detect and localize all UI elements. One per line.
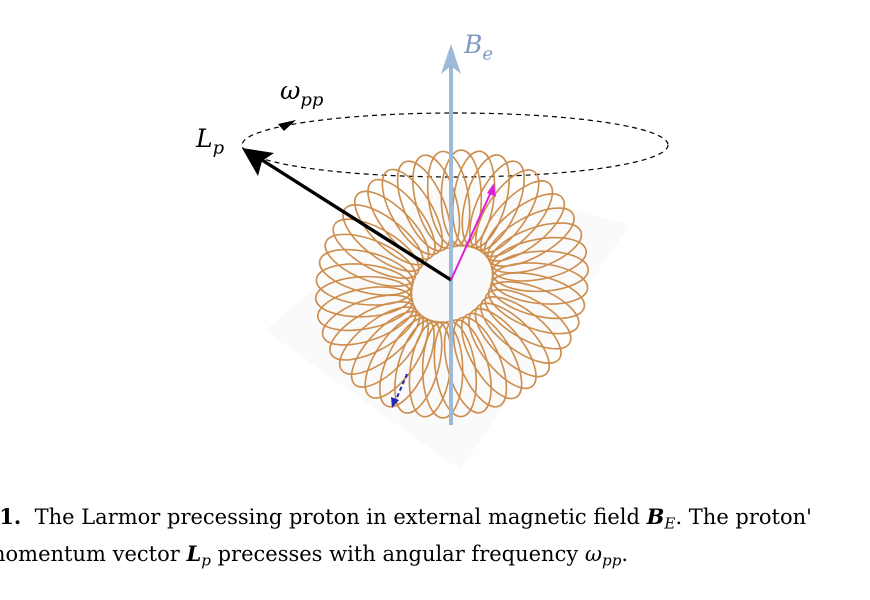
coil-turn [315, 263, 413, 306]
coil-turn [426, 150, 471, 248]
coil-turn [321, 294, 415, 346]
field-label: Be [464, 30, 493, 64]
coil-turn [318, 248, 414, 296]
small-blue-arrow [394, 373, 408, 403]
coil-turn [475, 169, 540, 254]
caption-line1-symbol: B [646, 504, 665, 529]
coil-turn [440, 149, 483, 247]
momentum-label: Lp [196, 124, 224, 158]
field-label-subscript: e [482, 43, 494, 65]
caption-line2-text: nomentum vector [0, 541, 180, 566]
coil-turn [491, 250, 590, 293]
coil-turn [338, 306, 421, 375]
frequency-label-symbol: ω [280, 76, 301, 105]
momentum-arrowhead [242, 148, 274, 176]
caption-line2-symbol: L [186, 540, 202, 566]
coil-turn [490, 236, 587, 282]
momentum-label-symbol: L [196, 124, 213, 153]
coil-turn [483, 193, 566, 262]
coil-turn [421, 321, 464, 419]
coil-turn [350, 310, 424, 388]
precession-orbit [241, 112, 669, 178]
coil-turn [329, 301, 418, 361]
frequency-label-subscript: pp [300, 89, 324, 111]
coil-turn [452, 316, 508, 408]
momentum-arrow [261, 158, 452, 282]
coil-turn [433, 320, 478, 418]
coil-turn [394, 319, 443, 414]
caption-line2-subscript: p [201, 551, 211, 570]
caption-prefix: .1. [0, 504, 22, 529]
coil-turn [443, 319, 492, 414]
coil-turn [490, 272, 586, 320]
coil-turn [491, 262, 589, 305]
momentum-label-subscript: p [212, 137, 225, 159]
coil-turn [486, 207, 575, 267]
caption-line2-freq-subscript: pp [602, 551, 622, 570]
caption-line1-subscript: E [664, 514, 676, 533]
coil-turn [396, 160, 452, 252]
small-blue-arrowhead [391, 397, 399, 408]
figure-caption: .1. The Larmor precessing proton in exte… [0, 502, 870, 575]
coil-turn [461, 154, 510, 249]
field-label-symbol: B [464, 30, 483, 59]
coil-turn [364, 314, 429, 399]
coil-turn [317, 286, 414, 332]
field-axis-arrowhead [441, 44, 461, 74]
coil-turn [480, 180, 554, 258]
orbit-direction-arrow [278, 120, 296, 131]
caption-line1-text: The Larmor precessing proton in external… [34, 505, 640, 529]
coil-turn [314, 275, 413, 318]
larmor-precession-diagram [241, 44, 669, 425]
caption-line-2: nomentum vector Lp precesses with angula… [0, 539, 870, 576]
caption-line-1: .1. The Larmor precessing proton in exte… [0, 502, 870, 539]
coil-turn [489, 222, 583, 274]
spin-arrowhead [487, 183, 496, 197]
caption-line2-end: . [621, 541, 629, 566]
frequency-label: ωpp [280, 76, 323, 110]
caption-line2-mid: precesses with angular frequency [217, 541, 579, 566]
caption-line2-freq: ω [584, 541, 603, 566]
coil-turn [469, 160, 525, 251]
spin-arrow [450, 191, 492, 281]
coil-turn [379, 317, 435, 408]
caption-line1-tail: . The proton' [675, 505, 812, 529]
